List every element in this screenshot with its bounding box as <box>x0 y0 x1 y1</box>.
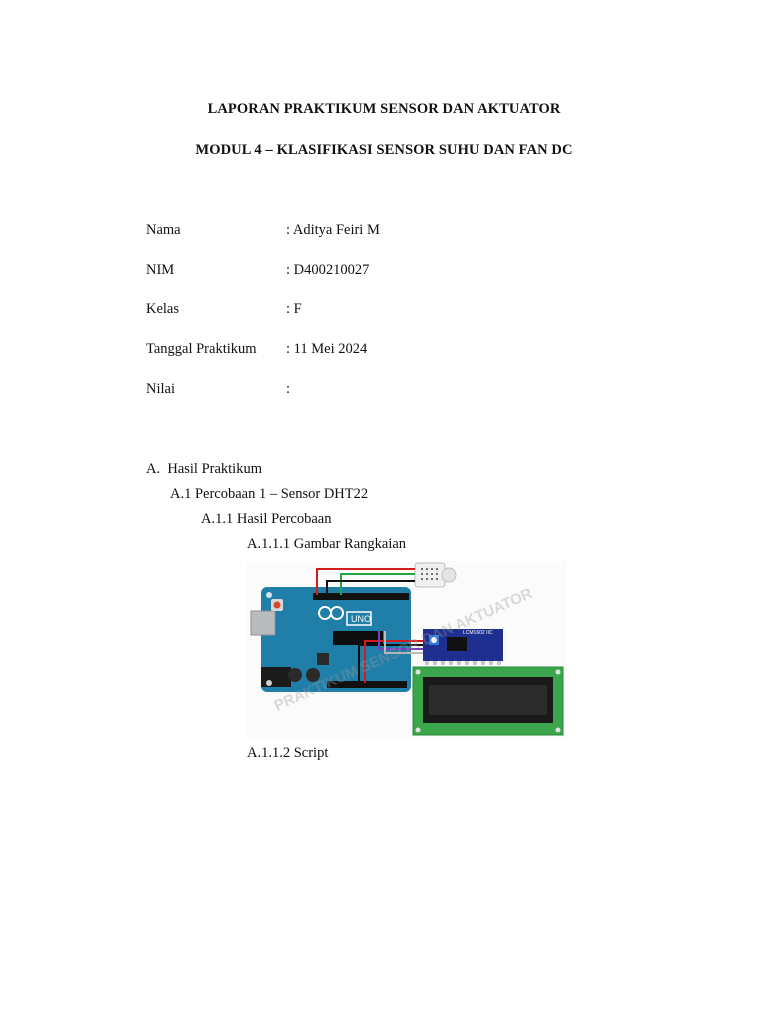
i2c-module <box>423 629 503 665</box>
section-heading-a1: A.1 Percobaan 1 – Sensor DHT22 <box>170 486 369 502</box>
page-subtitle: MODUL 4 – KLASIFIKASI SENSOR SUHU DAN FA… <box>195 142 573 158</box>
section-heading-a11: A.1.1 Hasil Percobaan <box>201 511 332 527</box>
identity-value-nama: : Aditya Feiri M <box>286 222 380 238</box>
board-label: UNO <box>351 614 371 624</box>
section-heading-a111: A.1.1.1 Gambar Rangkaian <box>247 536 407 552</box>
dht22-sensor-icon <box>414 562 457 588</box>
lcd-display <box>412 666 564 736</box>
section-heading-a112: A.1.1.2 Script <box>247 745 329 761</box>
arduino-board <box>250 587 411 692</box>
page-title: LAPORAN PRAKTIKUM SENSOR DAN AKTUATOR <box>207 101 561 117</box>
module-label: LCM1602 IIC <box>463 630 493 636</box>
identity-label-nama: Nama <box>146 222 181 238</box>
wire-i2c-scl <box>384 631 423 654</box>
identity-value-nilai: : <box>286 381 291 397</box>
wire-i2c-gnd <box>358 644 423 683</box>
identity-label-tanggal: Tanggal Praktikum <box>146 341 257 357</box>
identity-value-nim: : D400210027 <box>286 262 370 278</box>
wire-green <box>340 573 415 595</box>
circuit-figure: UNO LCM1602 IIC <box>247 561 567 739</box>
wire-red <box>316 568 415 595</box>
identity-label-kelas: Kelas <box>146 301 180 317</box>
identity-label-nilai: Nilai <box>146 381 175 397</box>
section-heading-a: A. Hasil Praktikum <box>146 461 262 477</box>
identity-value-kelas: : F <box>286 301 302 317</box>
wire-black <box>326 580 415 595</box>
wire-i2c-sda <box>378 631 423 650</box>
identity-label-nim: NIM <box>146 262 175 278</box>
identity-value-tanggal: : 11 Mei 2024 <box>286 341 368 357</box>
wire-i2c-vcc <box>364 640 423 683</box>
